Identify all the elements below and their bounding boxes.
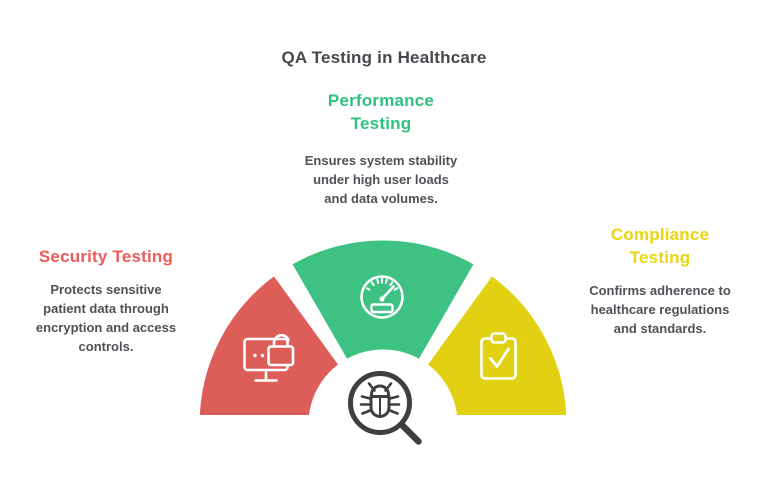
monitor-unlock-icon [243,333,295,382]
page-title: QA Testing in Healthcare [281,48,487,67]
performance-text-block: Performance Testing Ensures system stabi… [231,89,531,208]
performance-heading: Performance Testing [327,91,435,133]
security-description: Protects sensitive patient data through … [35,282,177,354]
clipboard-check-icon [480,332,517,380]
bug-glyph [359,382,401,418]
compliance-text-block: Compliance Testing Confirms adherence to… [558,223,762,338]
compliance-heading: Compliance Testing [610,225,710,267]
compliance-segment [424,272,570,426]
speedometer-icon [360,275,404,319]
bug-magnifier-icon [348,371,422,445]
magnifier-handle [398,421,422,445]
padlock-shackle [272,333,290,348]
padlock-body [267,345,295,367]
clipboard-clip [490,332,507,344]
speedometer-needle [380,285,395,301]
speedometer-pivot [379,296,385,302]
compliance-description: Confirms adherence to healthcare regulat… [589,283,731,336]
security-heading: Security Testing [38,247,174,266]
performance-description: Ensures system stability under high user… [304,153,458,206]
security-text-block: Security Testing Protects sensitive pati… [0,245,212,356]
checkmark [489,347,510,368]
